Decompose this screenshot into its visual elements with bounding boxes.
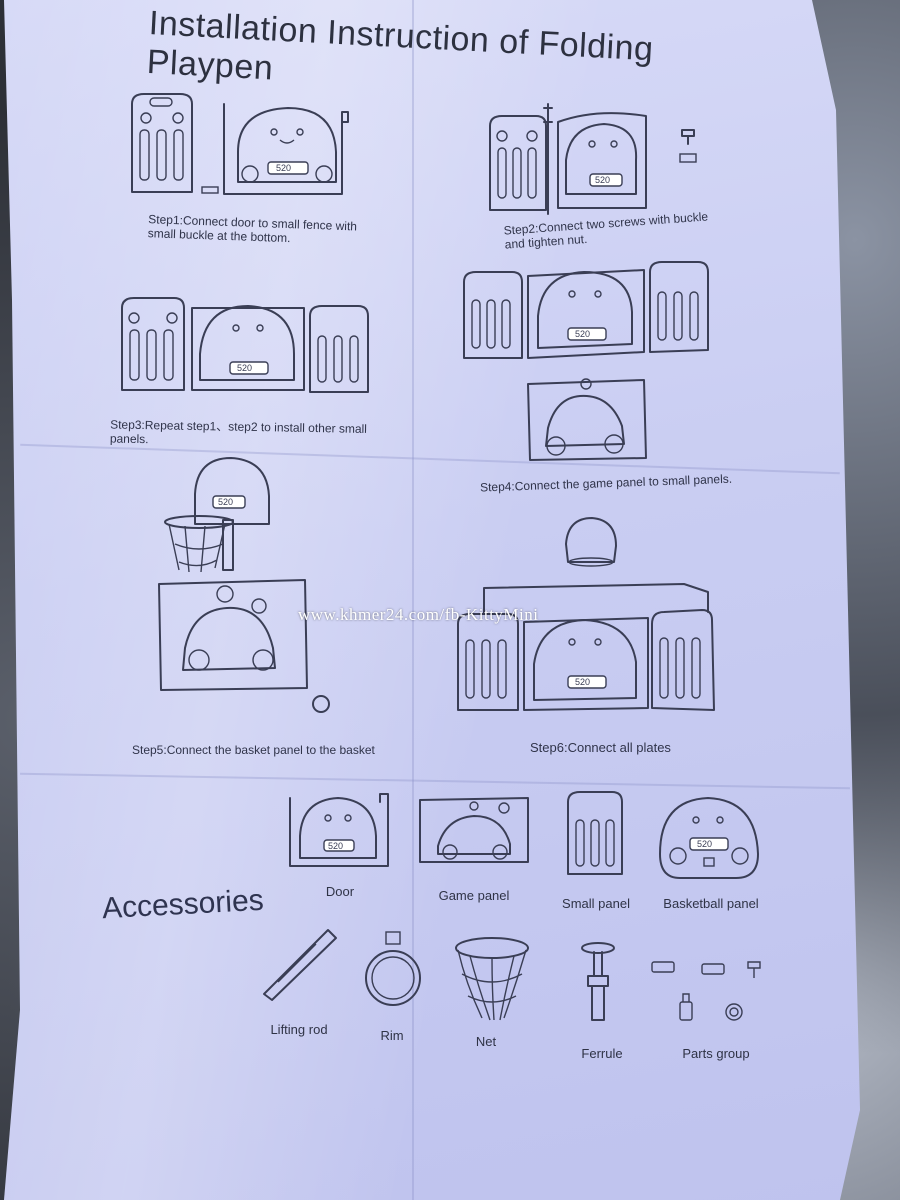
rim-icon	[164, 515, 234, 573]
basketball-panel-icon: 520	[659, 797, 759, 879]
step3-text: Step3:Repeat step1、step2 to install othe…	[109, 417, 368, 447]
step3-illustration: 520	[121, 297, 369, 393]
small-panel-icon	[567, 791, 623, 875]
svg-text:520: 520	[575, 329, 590, 339]
playpen-door-icon: 520	[523, 617, 649, 711]
svg-text:520: 520	[575, 677, 590, 687]
playpen-door-icon: 520	[527, 269, 645, 359]
small-panel-icon	[131, 93, 193, 193]
accessory-label-net: Net	[475, 1034, 497, 1049]
step4-text: Step4:Connect the game panel to small pa…	[479, 471, 733, 495]
accessory-label-lifting-rod: Lifting rod	[270, 1022, 328, 1037]
step1-illustration: 520	[131, 93, 349, 195]
step6-illustration: 520	[457, 517, 715, 711]
game-panel-icon	[527, 378, 647, 461]
step6-text: Step6:Connect all plates	[530, 740, 671, 755]
accessory-label-rim: Rim	[380, 1028, 404, 1043]
playpen-door-icon: 520	[223, 103, 349, 195]
step1-text: Step1:Connect door to small fence with s…	[147, 212, 358, 246]
paper-fold	[20, 443, 840, 475]
svg-text:520: 520	[328, 841, 343, 851]
playpen-door-icon: 520	[289, 793, 389, 867]
lifting-rod-icon	[263, 929, 337, 1001]
paper-fold	[20, 772, 850, 790]
small-panel-icon	[489, 115, 547, 211]
accessory-label-ferrule: Ferrule	[581, 1046, 623, 1061]
playpen-door-icon: 520	[191, 305, 305, 391]
net-icon	[455, 937, 529, 1021]
accessory-label-small-panel: Small panel	[562, 896, 630, 911]
svg-text:520: 520	[218, 497, 233, 507]
accessory-label-parts-group: Parts group	[682, 1046, 750, 1061]
svg-text:520: 520	[697, 839, 712, 849]
parts-group-icon	[651, 961, 761, 1021]
playpen-door-icon	[158, 579, 308, 691]
accessories-heading: Accessories	[101, 883, 265, 926]
svg-text:520: 520	[276, 163, 291, 173]
rim-icon	[365, 931, 421, 1006]
paper-fold	[412, 0, 414, 1200]
svg-text:520: 520	[595, 175, 610, 185]
playpen-door-icon: 520	[557, 112, 647, 209]
watermark: www.khmer24.com/fb-KittyMini	[298, 605, 539, 624]
step4-illustration: 520	[463, 261, 709, 461]
small-panel-icon	[309, 305, 369, 393]
accessory-label-door: Door	[325, 884, 355, 899]
small-panel-icon	[457, 613, 519, 711]
ferrule-icon	[581, 942, 615, 1021]
small-panel-icon	[651, 609, 715, 711]
accessory-label-game-panel: Game panel	[438, 888, 510, 903]
step2-illustration: 520	[489, 103, 697, 215]
svg-text:520: 520	[237, 363, 252, 373]
small-panel-icon	[121, 297, 185, 391]
basketball-panel-icon: 520	[194, 457, 270, 525]
small-panel-icon	[463, 271, 523, 359]
basketball-panel-icon	[565, 517, 617, 567]
accessory-label-basketball-panel: Basketball panel	[663, 896, 759, 911]
step5-text: Step5:Connect the basket panel to the ba…	[132, 743, 375, 757]
step5-illustration: 520	[158, 457, 330, 713]
small-panel-icon	[649, 261, 709, 353]
game-panel-icon	[419, 797, 529, 863]
